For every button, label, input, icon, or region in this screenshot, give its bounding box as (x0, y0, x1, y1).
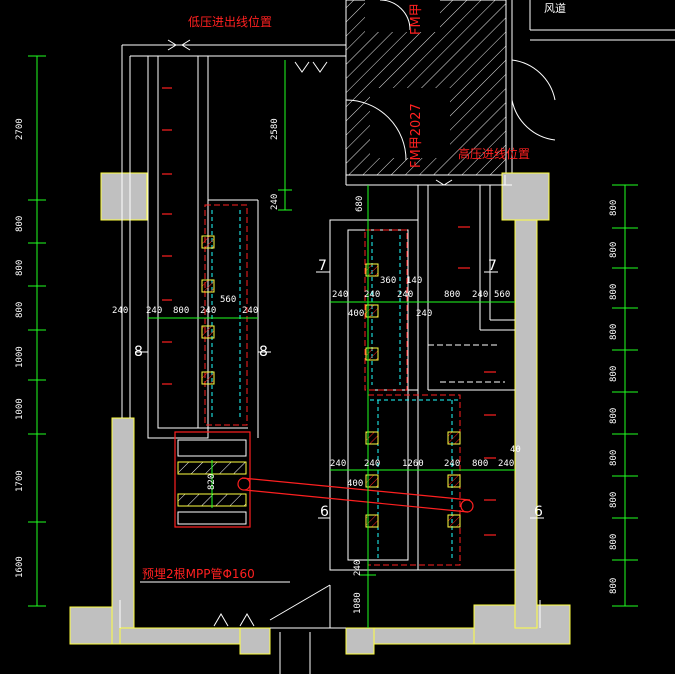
svg-text:240: 240 (332, 290, 348, 300)
svg-text:800: 800 (15, 216, 25, 232)
svg-text:6: 6 (534, 504, 543, 520)
triangle-markers (167, 39, 453, 627)
svg-text:2700: 2700 (15, 118, 25, 140)
fm-mid-label: FM甲2027 (409, 103, 424, 168)
svg-text:800: 800 (472, 459, 488, 469)
svg-text:800: 800 (173, 306, 189, 316)
door-arcs-top (345, 0, 675, 175)
wind-duct-label: 风道 (544, 1, 566, 15)
cabinet-right-upper (364, 229, 408, 391)
outline-lines (119, 44, 541, 674)
svg-text:40: 40 (510, 445, 521, 455)
fm-top-label: FM甲 (409, 3, 424, 35)
svg-text:1080: 1080 (353, 592, 363, 614)
trench-left-rungs (162, 87, 172, 385)
svg-text:400: 400 (348, 309, 364, 319)
svg-text:800: 800 (15, 302, 25, 318)
svg-text:800: 800 (15, 260, 25, 276)
walls (69, 172, 571, 655)
inner-dim-texts: 2580 240 680 360 140 240 240 800 240 560… (112, 118, 521, 614)
svg-text:240: 240 (364, 459, 380, 469)
svg-text:800: 800 (609, 366, 619, 382)
svg-text:1700: 1700 (15, 470, 25, 492)
svg-text:240: 240 (472, 290, 488, 300)
svg-text:240: 240 (416, 309, 432, 319)
svg-text:240: 240 (498, 459, 514, 469)
mpp-pipes (237, 477, 474, 513)
low-voltage-label: 低压进出线位置 (188, 14, 272, 29)
svg-text:1000: 1000 (15, 346, 25, 368)
svg-text:560: 560 (220, 295, 236, 305)
svg-text:240: 240 (364, 290, 380, 300)
cabinet-left (201, 204, 248, 426)
svg-text:800: 800 (609, 534, 619, 550)
svg-text:1000: 1000 (15, 398, 25, 420)
svg-text:800: 800 (609, 450, 619, 466)
dim-lines (28, 55, 638, 628)
svg-text:360: 360 (380, 276, 396, 286)
svg-text:800: 800 (609, 242, 619, 258)
svg-text:240: 240 (330, 459, 346, 469)
svg-text:240: 240 (112, 306, 128, 316)
svg-text:240: 240 (270, 194, 280, 210)
dash-lines-right (428, 344, 505, 383)
svg-text:240: 240 (353, 560, 363, 576)
svg-text:800: 800 (609, 200, 619, 216)
svg-text:240: 240 (397, 290, 413, 300)
svg-text:1260: 1260 (402, 459, 424, 469)
svg-text:400: 400 (347, 479, 363, 489)
cabinet-right-lower (365, 394, 461, 566)
svg-text:820: 820 (207, 474, 217, 490)
svg-text:240: 240 (242, 306, 258, 316)
pipe-label: 预埋2根MPP管Φ160 (142, 566, 255, 581)
svg-text:800: 800 (444, 290, 460, 300)
svg-text:240: 240 (146, 306, 162, 316)
svg-text:8: 8 (134, 344, 143, 360)
svg-text:7: 7 (488, 258, 497, 274)
trench-right-upper (329, 185, 515, 571)
high-voltage-label: 高压进线位置 (458, 146, 530, 161)
svg-text:7: 7 (318, 258, 327, 274)
svg-text:800: 800 (609, 324, 619, 340)
transformer-block (174, 431, 251, 528)
svg-text:140: 140 (406, 276, 422, 286)
svg-text:8: 8 (259, 344, 268, 360)
svg-text:240: 240 (444, 459, 460, 469)
svg-text:6: 6 (320, 504, 329, 520)
svg-text:1600: 1600 (15, 556, 25, 578)
section-mark-texts: 8 8 7 7 6 6 (134, 258, 543, 520)
svg-text:560: 560 (494, 290, 510, 300)
svg-text:680: 680 (355, 196, 365, 212)
left-dim-texts: 2700 800 800 800 1000 1000 1700 1600 (15, 118, 25, 578)
right-dim-texts: 800 800 800 800 800 800 800 800 800 800 (609, 200, 619, 594)
section-lines (135, 271, 544, 519)
svg-text:800: 800 (609, 492, 619, 508)
svg-text:800: 800 (609, 578, 619, 594)
trench-right-rungs (458, 226, 496, 536)
svg-text:240: 240 (200, 306, 216, 316)
svg-text:2580: 2580 (270, 118, 280, 140)
svg-text:800: 800 (609, 284, 619, 300)
svg-text:800: 800 (609, 408, 619, 424)
